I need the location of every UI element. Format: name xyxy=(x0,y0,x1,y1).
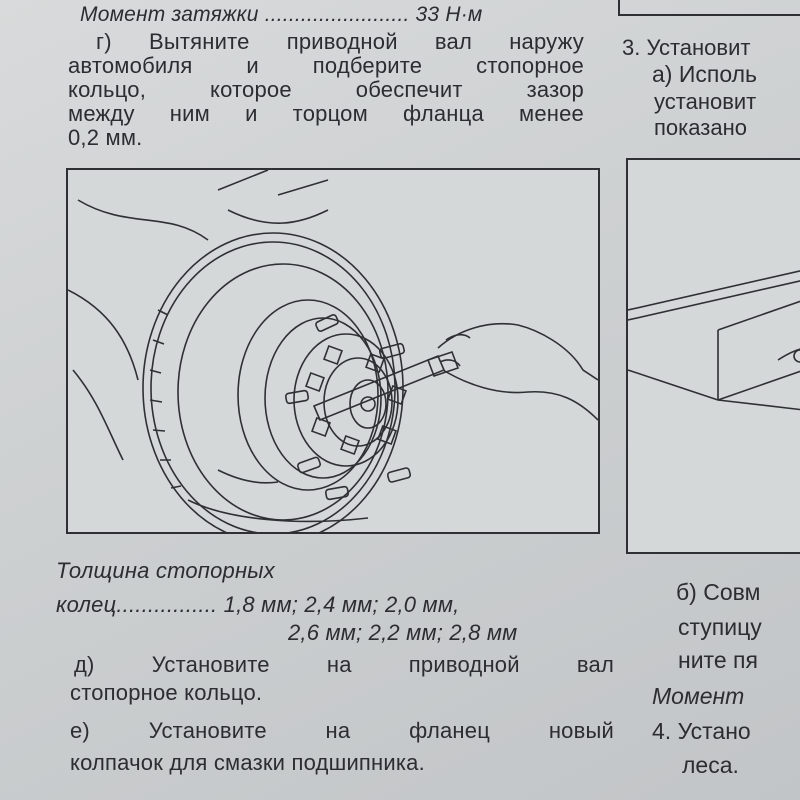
right-torque-label: Момент xyxy=(652,683,745,709)
caption-title: Толщина стопорных xyxy=(56,558,275,583)
step-3-heading: 3. Установит xyxy=(622,35,751,60)
step-e-line-2: колпачок для смазки подшипника. xyxy=(70,750,425,775)
step-4-line-2: леса. xyxy=(682,752,739,778)
hand xyxy=(437,322,598,381)
right-drawing xyxy=(628,270,800,411)
step-b-line-2: ступицу xyxy=(678,614,762,640)
step-b-line-3: ните пя xyxy=(678,647,758,673)
caption-line-1: колец................ 1,8 мм; 2,4 мм; 2,… xyxy=(56,592,460,617)
step-4-line-1: 4. Устано xyxy=(652,718,751,744)
torque-line: Момент затяжки ........................ … xyxy=(80,3,483,26)
flange xyxy=(293,333,399,467)
step-3a-line-2: установит xyxy=(654,89,757,114)
brake-disc-outer xyxy=(142,232,404,532)
brake-hub-illustration xyxy=(66,168,600,534)
step-e-line-1: е) Установите на фланец новый xyxy=(70,718,614,743)
right-illustration xyxy=(626,158,800,554)
step-g-line-3: кольцо, которое обеспечит зазор xyxy=(68,77,584,102)
step-3a-line-1: а) Исполь xyxy=(652,61,758,87)
caption-line-2: 2,6 мм; 2,2 мм; 2,8 мм xyxy=(288,620,518,645)
step-g-line-1: г) Вытяните приводной вал наружу xyxy=(96,29,584,54)
wheel-studs xyxy=(284,314,412,501)
step-b-line-1: б) Совм xyxy=(676,579,761,605)
hub-body xyxy=(237,299,379,491)
step-g-line-2: автомобиля и подберите стопорное xyxy=(68,53,584,78)
step-d-line-1: д) Установите на приводной вал xyxy=(74,652,614,677)
step-g-line-4: между ним и торцом фланца менее xyxy=(68,101,584,126)
feeler-gauge xyxy=(312,354,446,422)
step-3a-line-3: показано xyxy=(654,115,747,140)
step-d-line-2: стопорное кольцо. xyxy=(70,680,263,705)
step-g-line-5: 0,2 мм. xyxy=(68,125,143,150)
hub-drawing xyxy=(68,170,598,532)
top-right-frame-edge xyxy=(618,0,800,16)
flange-nuts xyxy=(305,345,407,455)
